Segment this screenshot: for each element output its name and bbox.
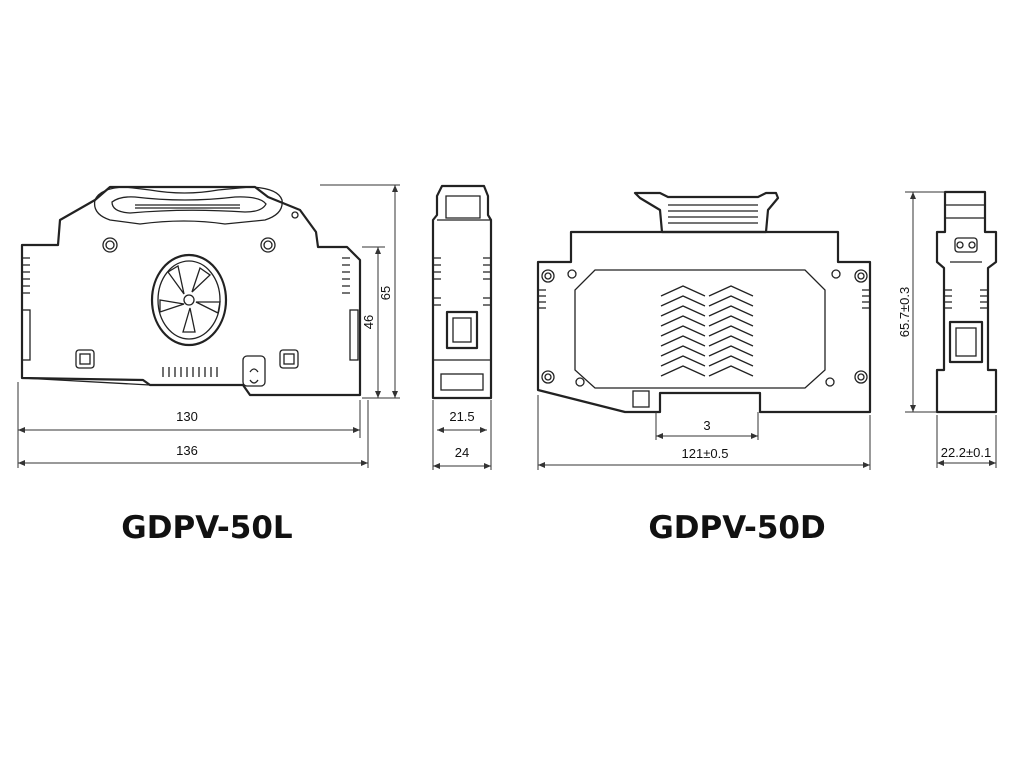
dim-right-height: 65.7±0.3 <box>897 287 912 338</box>
dim-side-inner-width: 21.5 <box>449 409 474 424</box>
model-label-left: GDPV-50L <box>121 510 292 546</box>
left-front-view <box>20 185 362 397</box>
dim-side-overall-width: 24 <box>455 445 469 460</box>
left-side-view <box>431 184 493 400</box>
dim-left-height-overall: 65 <box>378 286 393 300</box>
dim-rail-gap: 3 <box>703 418 710 433</box>
model-label-right: GDPV-50D <box>648 510 825 546</box>
dim-left-inner-width: 130 <box>176 409 198 424</box>
right-side-view <box>935 190 998 414</box>
dim-left-overall-width: 136 <box>176 443 198 458</box>
right-side-dimensions: 65.7±0.3 22.2±0.1 <box>897 191 997 468</box>
dim-left-height-inner: 46 <box>361 315 376 329</box>
right-front-dimensions: 3 121±0.5 <box>537 395 871 470</box>
dim-right-overall-width: 121±0.5 <box>682 446 729 461</box>
left-front-dimensions: 130 136 46 65 <box>17 184 400 468</box>
right-front-view <box>536 191 872 414</box>
dim-right-width: 22.2±0.1 <box>941 445 992 460</box>
left-side-dimensions: 21.5 24 <box>432 400 492 470</box>
